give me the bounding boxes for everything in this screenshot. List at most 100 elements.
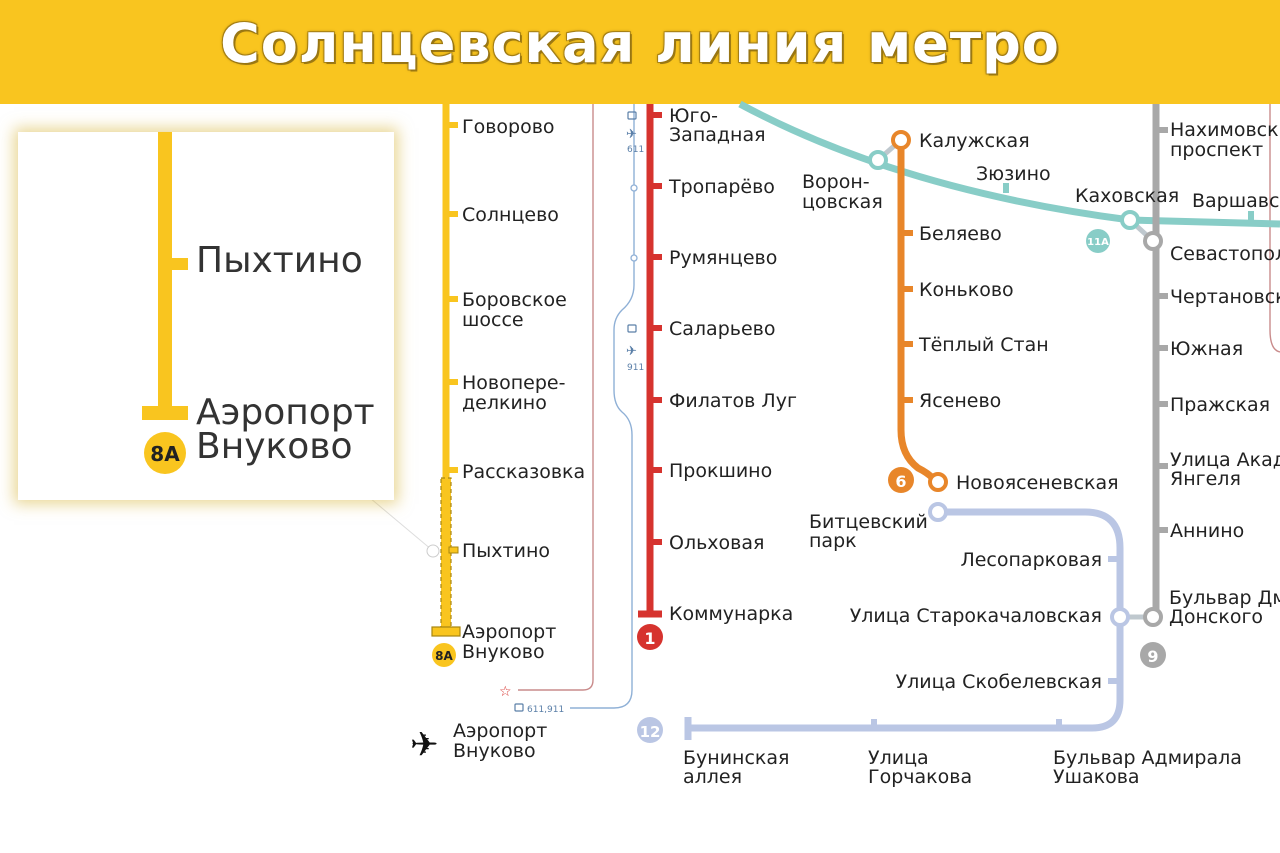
station-novoperedelkino-line2[interactable]: делкино [462, 392, 547, 414]
station-sevastopolskaya-marker[interactable] [1143, 231, 1163, 251]
line-6-track [897, 140, 942, 491]
line-8a-end-cap [431, 626, 461, 637]
airplane-icon: ✈ [626, 344, 637, 359]
station-yugo-zapadnaya-line1[interactable]: Юго- [669, 105, 718, 127]
station-gorchakova-line2[interactable]: Горчакова [868, 766, 972, 788]
station-salarevo[interactable]: Саларьево [669, 318, 775, 340]
station-buninskaya-line2[interactable]: аллея [683, 766, 742, 788]
svg-text:9: 9 [1147, 647, 1158, 666]
station-kakhovskaya[interactable]: Каховская [1075, 185, 1179, 207]
station-belyaevo[interactable]: Беляево [919, 223, 1002, 245]
line-6-ticks [904, 230, 913, 403]
svg-text:1: 1 [644, 629, 655, 648]
station-prokshino[interactable]: Прокшино [669, 460, 772, 482]
line-12-ticks [871, 556, 1117, 728]
station-donskogo-line1[interactable]: Бульвар Дм [1169, 587, 1280, 609]
station-rasskazovka[interactable]: Рассказовка [462, 461, 585, 483]
station-bitsevsky-line2[interactable]: парк [809, 530, 857, 552]
station-kommunarka[interactable]: Коммунарка [669, 603, 793, 625]
line-12-track [688, 508, 1124, 732]
station-donskogo-line2[interactable]: Донского [1169, 606, 1263, 628]
station-novoperedelkino-line1[interactable]: Новопере- [462, 372, 565, 394]
svg-text:11А: 11А [1087, 237, 1109, 248]
station-olkhovaya[interactable]: Ольховая [669, 532, 764, 554]
station-starokachalovskaya[interactable]: Улица Старокачаловская [850, 605, 1102, 627]
station-vnukovo-line1[interactable]: Аэропорт [462, 621, 556, 643]
bus-route-lines [518, 104, 1280, 709]
station-vnukovo-line2[interactable]: Внуково [462, 641, 545, 663]
bus-stop-dot [630, 184, 638, 192]
station-ushakova-line2[interactable]: Ушакова [1053, 766, 1140, 788]
station-prazhskaya[interactable]: Пражская [1170, 394, 1270, 416]
station-kaluzhskaya-marker[interactable] [891, 130, 911, 150]
station-lesoparkovaya[interactable]: Лесопарковая [960, 549, 1102, 571]
line-1-ticks [653, 112, 662, 545]
station-borovskoe-line2[interactable]: шоссе [462, 309, 524, 331]
station-annino[interactable]: Аннино [1170, 520, 1244, 542]
station-bitsevsky-marker[interactable] [928, 502, 948, 522]
station-vorontsovskaya-marker[interactable] [868, 150, 888, 170]
station-pykhtino[interactable]: Пыхтино [462, 540, 550, 562]
station-filatov-lug[interactable]: Филатов Луг [669, 390, 797, 412]
station-konkovo[interactable]: Коньково [919, 279, 1014, 301]
station-yangelya-line2[interactable]: Янгеля [1170, 468, 1241, 490]
station-borovskoe-line1[interactable]: Боровское [462, 289, 567, 311]
station-kakhovskaya-marker[interactable] [1120, 210, 1140, 230]
airport-airplane-icon: ✈ [410, 725, 439, 765]
line-11a-badge: 11А [1086, 229, 1110, 253]
station-yasenevo[interactable]: Ясенево [919, 390, 1001, 412]
zoom-line-8a [158, 132, 172, 408]
svg-text:6: 6 [895, 472, 906, 491]
line-8a-badge: 8А [432, 643, 456, 667]
station-yugo-zapadnaya-line2[interactable]: Западная [669, 124, 766, 146]
bus-icon [514, 703, 524, 712]
station-skobelevskaya[interactable]: Улица Скобелевская [896, 671, 1103, 693]
station-gorchakova-line1[interactable]: Улица [868, 747, 929, 769]
station-solntsevo[interactable]: Солнцево [462, 204, 559, 226]
bus-icon [627, 324, 637, 333]
airplane-icon: ✈ [626, 127, 637, 142]
station-ushakova-line1[interactable]: Бульвар Адмирала [1053, 747, 1242, 769]
station-varshavskaya[interactable]: Варшавс [1192, 190, 1279, 212]
station-nakhimovsky-line1[interactable]: Нахимовск [1170, 119, 1279, 141]
zoom-tick-pykhtino [172, 258, 188, 270]
zoom-station-vnukovo-line2: Внуково [196, 426, 353, 467]
zoom-line-badge-text: 8А [150, 442, 180, 466]
station-kaluzhskaya[interactable]: Калужская [919, 130, 1030, 152]
station-yangelya-line1[interactable]: Улица Акад [1170, 449, 1280, 471]
station-starokachalovskaya-marker[interactable] [1110, 607, 1130, 627]
station-nakhimovsky-line2[interactable]: проспект [1170, 139, 1263, 161]
station-troparevo[interactable]: Тропарёво [668, 176, 775, 198]
station-donskogo-marker[interactable] [1143, 607, 1163, 627]
station-govorovo[interactable]: Говорово [462, 116, 555, 138]
line-1-badge: 1 [637, 624, 663, 650]
station-rumyantsevo[interactable]: Румянцево [669, 247, 777, 269]
bus-route-611-911-label: 611,911 [527, 705, 564, 715]
header-banner: Солнцевская линия метро [0, 0, 1280, 104]
airport-label-line2: Внуково [453, 740, 536, 762]
line-12-badge: 12 [637, 717, 663, 743]
station-vorontsovskaya-line2[interactable]: цовская [802, 191, 883, 213]
station-buninskaya-line1[interactable]: Бунинская [683, 747, 789, 769]
star-icon: ☆ [499, 684, 512, 700]
bus-route-911-label: 911 [627, 363, 644, 373]
station-novoyasenevskaya-marker[interactable] [928, 472, 948, 492]
zoom-line-badge [144, 432, 186, 474]
station-zyuzino[interactable]: Зюзино [976, 163, 1051, 185]
airport-label-line1: Аэропорт [453, 720, 547, 742]
station-bitsevsky-line1[interactable]: Битцевский [809, 511, 928, 533]
svg-text:8А: 8А [435, 649, 453, 663]
page-title: Солнцевская линия метро [220, 12, 1060, 75]
station-teply-stan[interactable]: Тёплый Стан [918, 334, 1049, 356]
station-chertanovskaya[interactable]: Чертановск [1170, 286, 1280, 308]
station-sevastopolskaya[interactable]: Севастопол [1170, 243, 1280, 265]
svg-text:12: 12 [640, 723, 661, 741]
station-vorontsovskaya-line1[interactable]: Ворон- [802, 171, 870, 193]
station-yuzhnaya[interactable]: Южная [1170, 338, 1243, 360]
bus-stop-dot [630, 254, 638, 262]
line-9-ticks [1159, 127, 1168, 533]
line-6-badge: 6 [888, 467, 914, 493]
zoom-inset: Пыхтино Аэропорт Внуково 8А [18, 132, 394, 500]
station-novoyasenevskaya[interactable]: Новоясеневская [956, 472, 1119, 494]
